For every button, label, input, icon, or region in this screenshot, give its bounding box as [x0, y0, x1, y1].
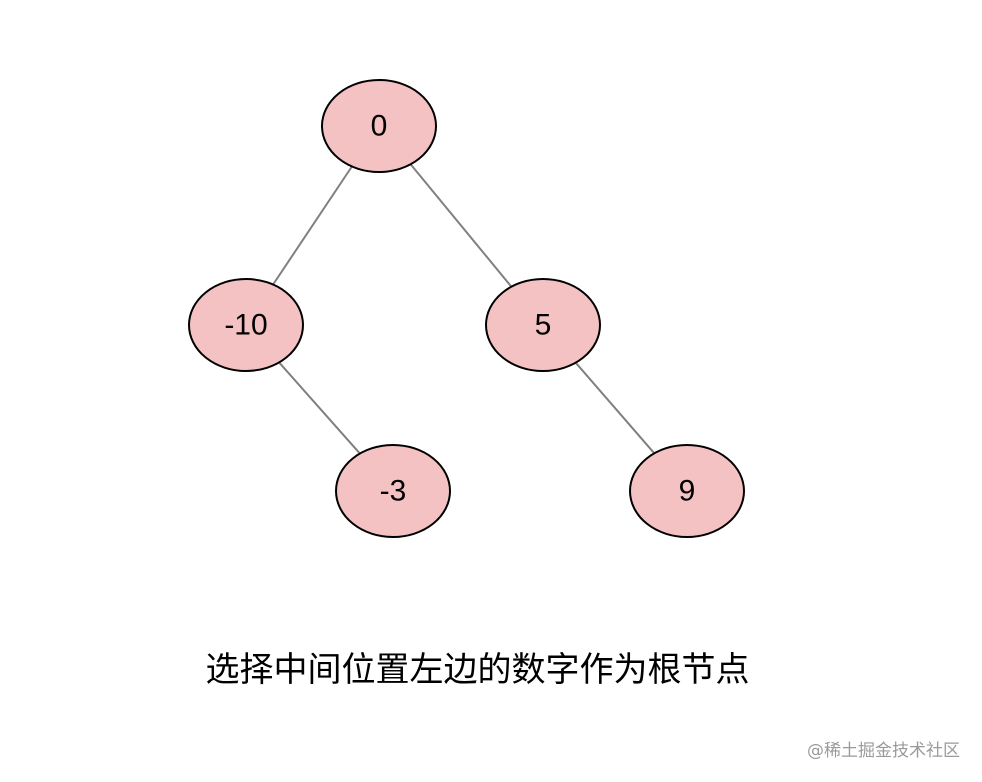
node-circle	[188, 278, 304, 372]
tree-node-n5: 5	[485, 278, 601, 372]
tree-node-n0: 0	[321, 79, 437, 173]
node-circle	[321, 79, 437, 173]
node-label: 0	[371, 110, 388, 143]
tree-node-n9: 9	[629, 444, 745, 538]
tree-edge-n0-n5	[409, 163, 513, 288]
node-label: 9	[679, 475, 696, 508]
node-circle	[485, 278, 601, 372]
tree-edge-n0-nm10	[272, 165, 353, 286]
tree-node-nm3: -3	[335, 444, 451, 538]
caption-text: 选择中间位置左边的数字作为根节点	[205, 650, 750, 690]
nodes-layer: 0 -10 5 -3 9	[188, 79, 745, 538]
node-circle	[335, 444, 451, 538]
tree-edge-n5-n9	[574, 362, 656, 454]
edges-layer	[272, 163, 656, 455]
tree-node-nm10: -10	[188, 278, 304, 372]
node-label: -3	[380, 475, 407, 508]
node-circle	[629, 444, 745, 538]
node-label: -10	[224, 309, 267, 342]
tree-edge-nm10-nm3	[278, 361, 361, 455]
node-label: 5	[535, 309, 552, 342]
watermark-text: @稀土掘金技术社区	[807, 741, 960, 761]
